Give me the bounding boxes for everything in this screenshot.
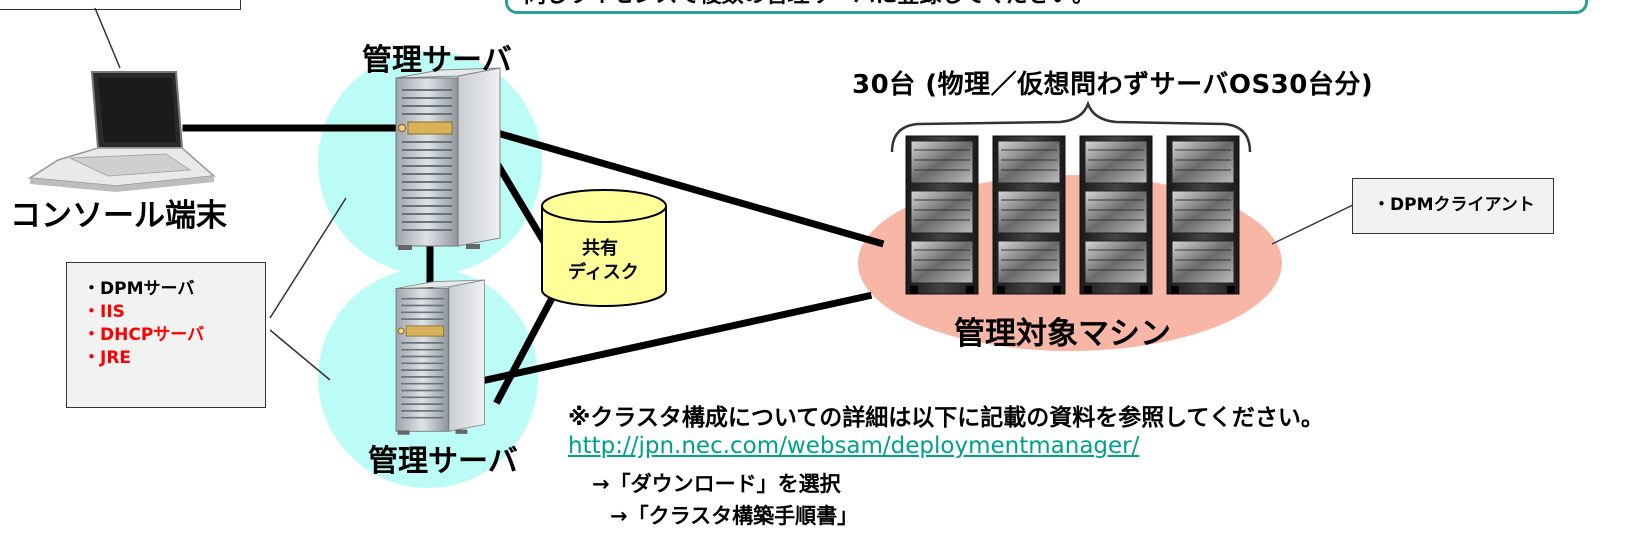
software-item-dpm-client: ・DPMクライアント [1373, 195, 1535, 215]
step-cluster-guide: →「クラスタ構築手順書」 [610, 504, 859, 528]
top-banner-text: 同じライセンスで複数の管理サーバに登録してください。 [524, 0, 1094, 9]
server-software-callout: ・DPMサーバ ・IIS ・DHCPサーバ ・JRE [66, 262, 266, 408]
server-tower-bottom [395, 279, 486, 436]
reference-link[interactable]: http://jpn.nec.com/websam/deploymentmana… [568, 433, 1140, 459]
disk-label-line1: 共有 [582, 238, 618, 259]
cluster-note: ※クラスタ構成についての詳細は以下に記載の資料を参照してください。 [568, 405, 1324, 431]
top-left-box [0, 0, 241, 10]
console-label: コンソール端末 [10, 198, 227, 234]
rack-4 [1166, 135, 1240, 295]
callout-line-server-bottom [269, 329, 331, 381]
software-item-dhcp: ・DHCPサーバ [83, 325, 205, 345]
mgmt-server-label-bottom: 管理サーバ [368, 444, 518, 479]
rack-2 [992, 135, 1066, 295]
mgmt-server-label-top: 管理サーバ [362, 43, 512, 78]
software-item-jre: ・JRE [83, 348, 132, 368]
software-item-dpm-server: ・DPMサーバ [83, 279, 195, 299]
console-laptop [27, 71, 216, 192]
server-tower-top [395, 67, 501, 251]
machine-brace [890, 100, 1252, 153]
top-banner: 同じライセンスで複数の管理サーバに登録してください。 [505, 0, 1588, 14]
client-software-callout: ・DPMクライアント [1352, 178, 1554, 234]
machine-count-label: 30台 (物理／仮想問わずサーバOS30台分) [852, 70, 1374, 100]
software-item-iis: ・IIS [83, 302, 125, 322]
network-links [182, 123, 885, 405]
callout-line-client [1271, 203, 1356, 245]
rack-1 [905, 135, 979, 295]
rack-3 [1079, 135, 1153, 295]
callout-line-console [94, 7, 121, 69]
callout-line-server-top [269, 197, 347, 319]
managed-machines-label: 管理対象マシン [954, 316, 1171, 352]
shared-disk [541, 189, 667, 307]
disk-label-line2: ディスク [568, 262, 639, 283]
step-download: →「ダウンロード」を選択 [592, 472, 841, 496]
